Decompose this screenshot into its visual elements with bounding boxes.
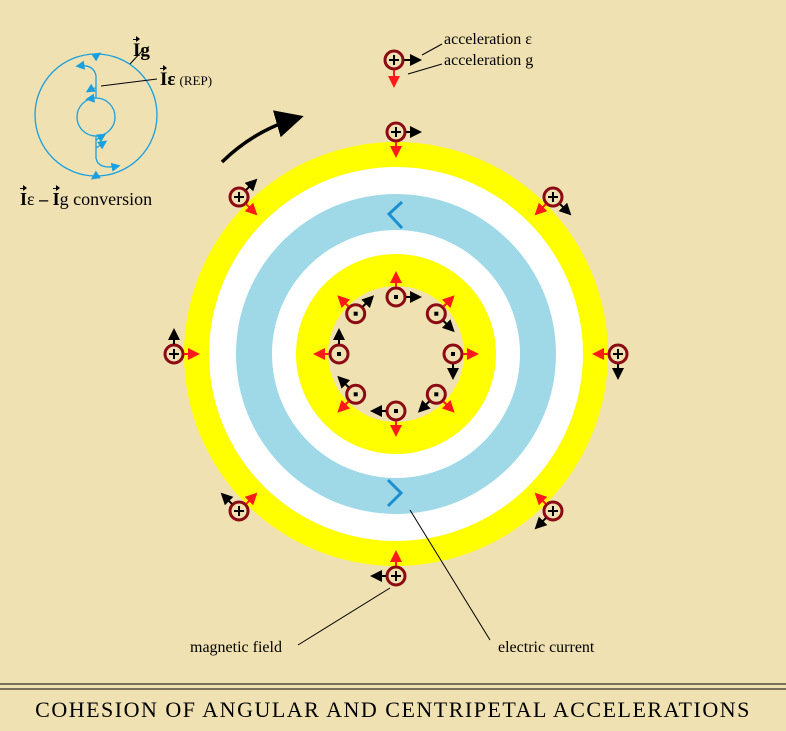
current-chevron-bottom <box>386 478 404 508</box>
angular-arrow <box>244 178 258 192</box>
charge-circle <box>542 186 564 208</box>
centripetal-arrow <box>441 295 455 309</box>
charge-circle <box>385 400 407 422</box>
charge-circle <box>228 186 250 208</box>
outer-charge-marker <box>220 492 258 522</box>
charge-circle <box>163 343 185 365</box>
outer-charge-marker <box>370 550 407 587</box>
charge-circle <box>345 303 367 325</box>
charge-circle <box>607 343 629 365</box>
centripetal-arrow <box>534 492 548 506</box>
dot-icon <box>434 392 439 397</box>
charge-circle <box>345 383 367 405</box>
centripetal-arrow <box>244 202 258 216</box>
inner-charge-marker <box>337 295 375 325</box>
charge-circle <box>228 500 250 522</box>
plus-icon <box>391 571 401 581</box>
plus-icon <box>169 349 179 359</box>
inset-conversion-label: Iε – Ig conversion <box>20 185 153 209</box>
markers <box>163 121 629 587</box>
charge-circle <box>328 343 350 365</box>
inner-charge-marker <box>442 343 479 380</box>
inset-label-ig: Ig <box>133 36 150 61</box>
centripetal-arrow <box>337 399 351 413</box>
dot-icon <box>353 392 358 397</box>
inner-charge-marker <box>385 271 422 308</box>
plus-icon <box>547 505 558 516</box>
inner-charge-marker <box>313 328 350 365</box>
charge-circle <box>385 121 407 143</box>
angular-arrow <box>337 375 351 389</box>
plus-icon <box>391 127 401 137</box>
rings <box>184 142 608 566</box>
outer-charge-marker <box>163 328 200 365</box>
electric-current-leader <box>409 509 491 641</box>
charge-circle <box>425 303 447 325</box>
centripetal-arrow <box>337 295 351 309</box>
charge-circle <box>425 383 447 405</box>
magnetic-field-leader <box>297 587 391 646</box>
plus-icon <box>234 505 245 516</box>
current-chevron-top <box>386 200 404 230</box>
outer-charge-marker <box>385 121 422 158</box>
angular-arrow <box>220 492 234 506</box>
charge-circle <box>385 286 407 308</box>
legend-acceleration-e: acceleration ε <box>444 31 532 48</box>
dot-icon <box>337 352 341 356</box>
electric-current-label: electric current <box>498 639 595 656</box>
inner-charge-marker <box>337 375 367 413</box>
outer-charge-marker <box>592 343 629 380</box>
inner-charge-marker <box>425 295 455 333</box>
angular-arrow <box>558 202 572 216</box>
plus-icon <box>613 349 623 359</box>
plus-icon <box>234 192 245 203</box>
plus-icon <box>547 192 558 203</box>
dot-icon <box>451 352 455 356</box>
page-title: COHESION OF ANGULAR AND CENTRIPETAL ACCE… <box>35 697 751 722</box>
inset-diagram <box>34 49 158 180</box>
centripetal-arrow <box>534 202 548 216</box>
centripetal-arrow <box>244 492 258 506</box>
magnetic-field-label: magnetic field <box>190 639 282 656</box>
centripetal-arrow <box>441 399 455 413</box>
outer-charge-marker <box>228 178 258 216</box>
angular-arrow <box>417 399 431 413</box>
legend-marker <box>383 43 443 88</box>
dot-icon <box>434 311 439 316</box>
outer-charge-marker <box>534 186 572 216</box>
dot-icon <box>394 409 398 413</box>
charge-circle <box>442 343 464 365</box>
angular-arrow <box>534 516 548 530</box>
inner-charge-marker <box>370 400 407 437</box>
dot-icon <box>353 311 358 316</box>
angular-arrow <box>361 295 375 309</box>
charge-circle <box>385 565 407 587</box>
inset-inner-circle <box>76 97 116 137</box>
outer-charge-marker <box>534 492 564 530</box>
charge-circle <box>542 500 564 522</box>
dot-icon <box>394 295 398 299</box>
inset-label-ie: Iε (REP) <box>160 65 213 90</box>
inner-charge-marker <box>417 383 455 413</box>
legend-acceleration-g: acceleration g <box>444 52 534 69</box>
angular-arrow <box>441 319 455 333</box>
rotation-arrow <box>220 110 304 164</box>
